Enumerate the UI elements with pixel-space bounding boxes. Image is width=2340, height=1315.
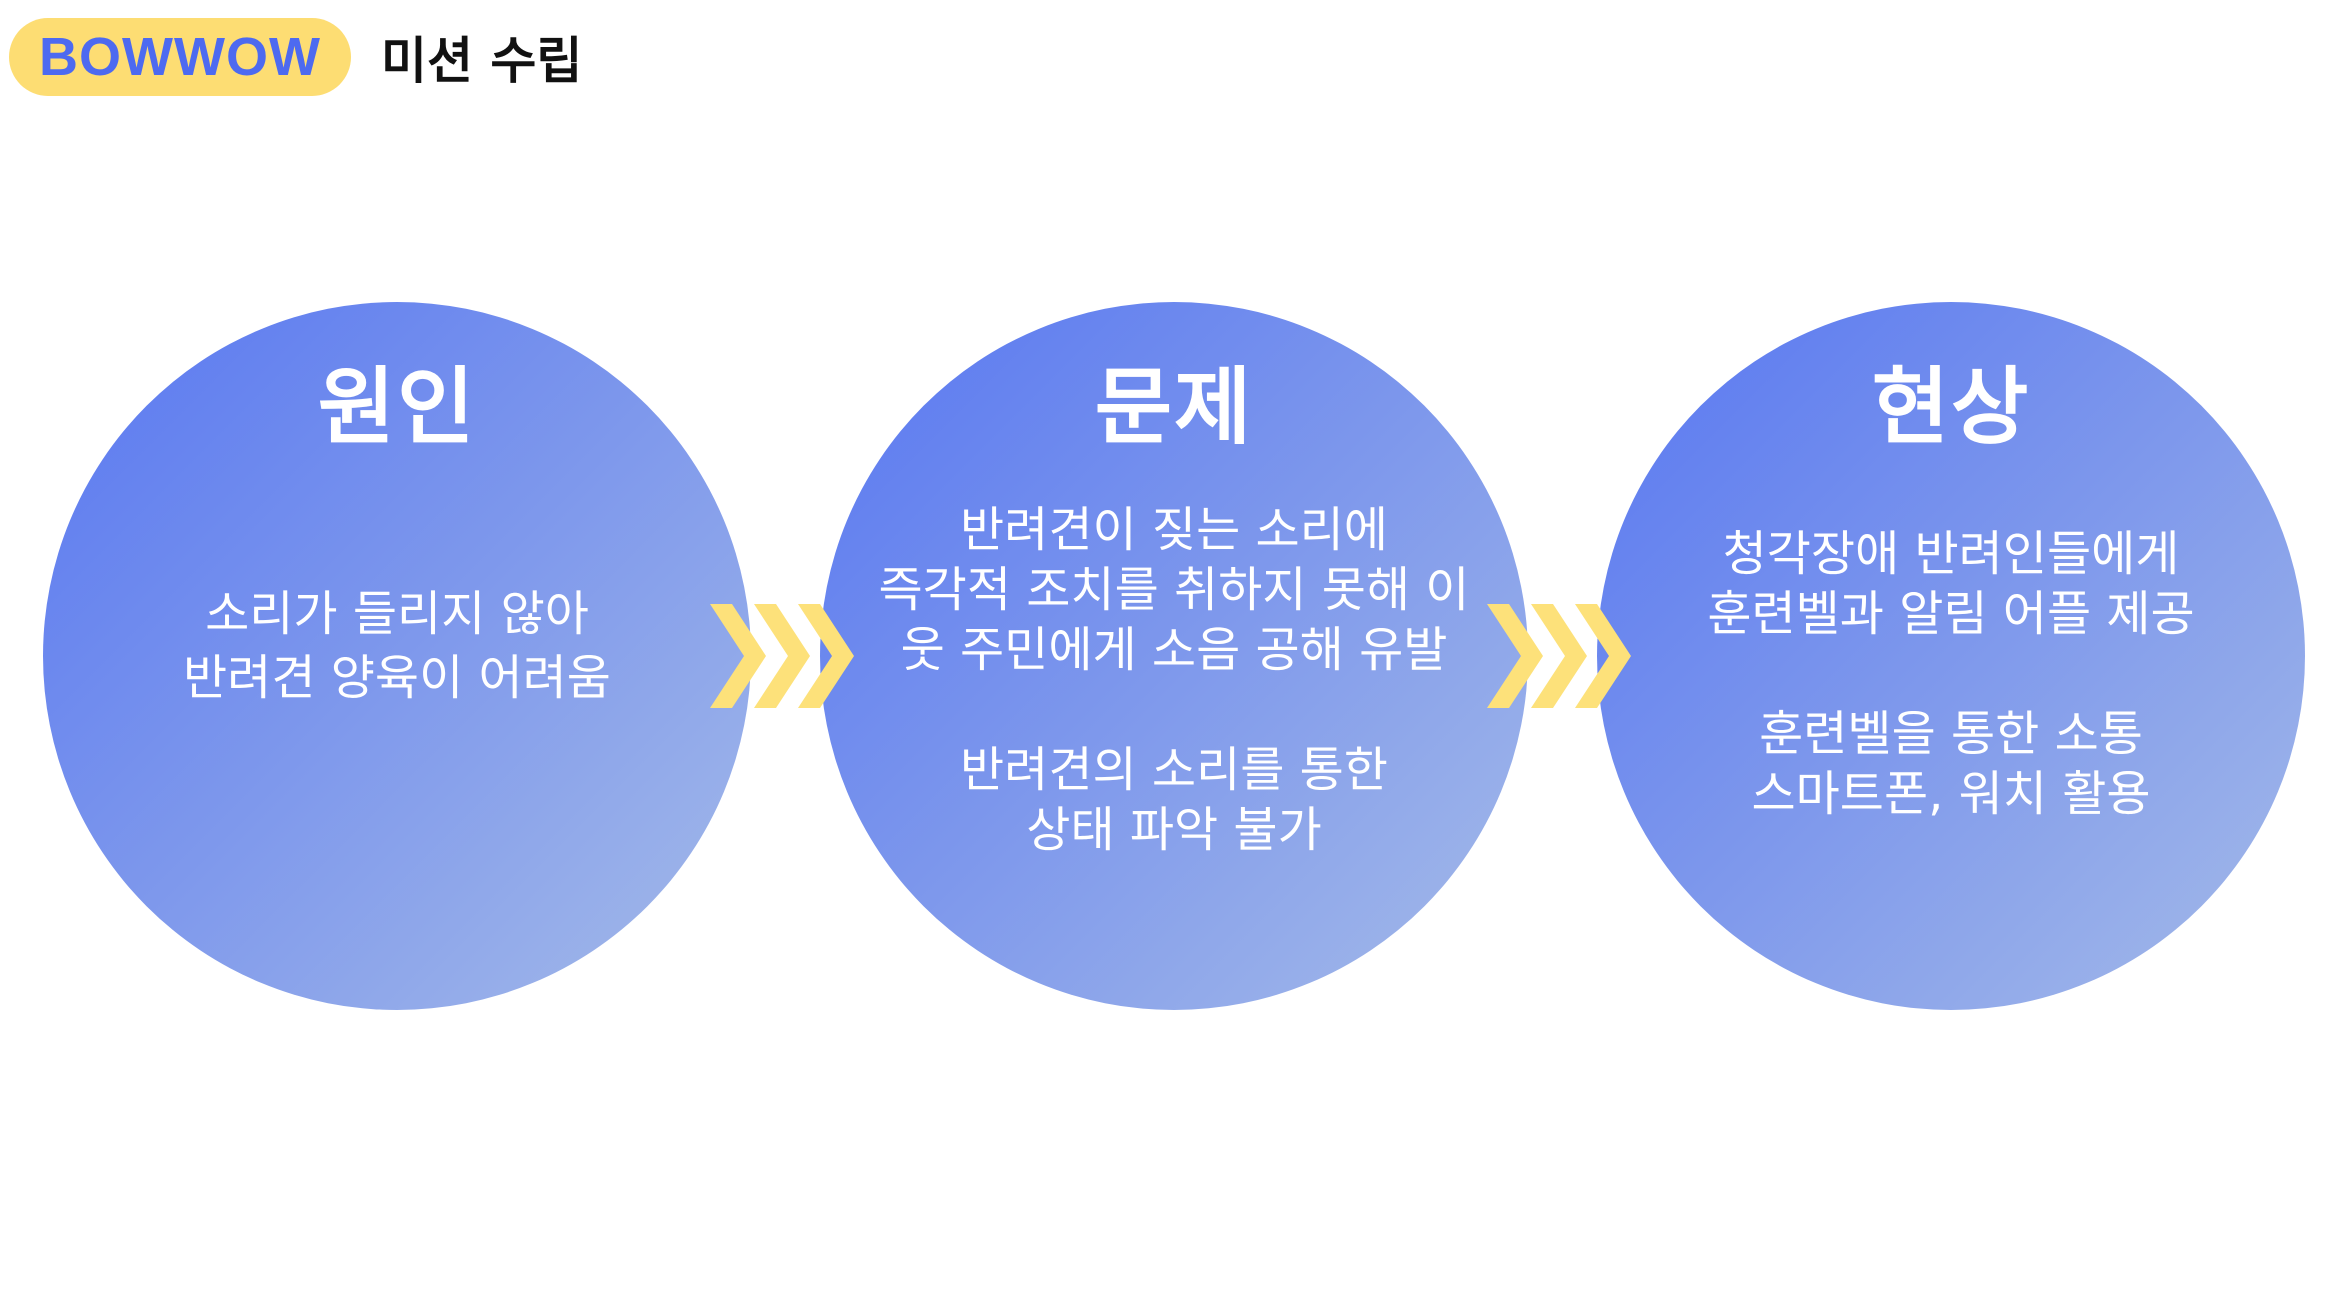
description-line: 반려견 양육이 어려움	[183, 650, 611, 706]
description-line: 훈련벨과 알림 어플 제공	[1707, 586, 2195, 642]
description-line: 스마트폰, 워치 활용	[1751, 766, 2151, 822]
description-line: 훈련벨을 통한 소통	[1759, 706, 2143, 762]
stage-description: 반려견이 짖는 소리에 즉각적 조치를 취하지 못해 이 웃 주민에게 소음 공…	[850, 500, 1498, 860]
stage-circle-problem: 문제 반려견이 짖는 소리에 즉각적 조치를 취하지 못해 이 웃 주민에게 소…	[820, 302, 1528, 1010]
description-line: 즉각적 조치를 취하지 못해 이	[878, 562, 1470, 618]
stage-description: 소리가 들리지 않아 반려견 양육이 어려움	[73, 582, 721, 710]
description-line: 웃 주민에게 소음 공해 유발	[900, 622, 1448, 678]
brand-badge: BOWWOW	[9, 18, 351, 96]
stage-title: 문제	[1094, 358, 1254, 456]
triple-chevron-right-icon	[710, 604, 854, 708]
description-line: 소리가 들리지 않아	[205, 586, 589, 642]
stage-circle-phenomenon: 현상 청각장애 반려인들에게 훈련벨과 알림 어플 제공 훈련벨을 통한 소통 …	[1597, 302, 2305, 1010]
header: BOWWOW 미션 수립	[9, 18, 582, 96]
page-title: 미션 수립	[381, 32, 583, 90]
description-line: 반려견의 소리를 통한	[960, 742, 1388, 798]
stage-description: 청각장애 반려인들에게 훈련벨과 알림 어플 제공 훈련벨을 통한 소통 스마트…	[1627, 524, 2275, 824]
description-line: 청각장애 반려인들에게	[1722, 526, 2180, 582]
stage-title: 원인	[317, 358, 477, 456]
triple-chevron-right-icon	[1487, 604, 1631, 708]
stage-circle-cause: 원인 소리가 들리지 않아 반려견 양육이 어려움	[43, 302, 751, 1010]
description-line: 상태 파악 불가	[1026, 802, 1322, 858]
description-line: 반려견이 짖는 소리에	[960, 502, 1388, 558]
stage-title: 현상	[1871, 358, 2031, 456]
